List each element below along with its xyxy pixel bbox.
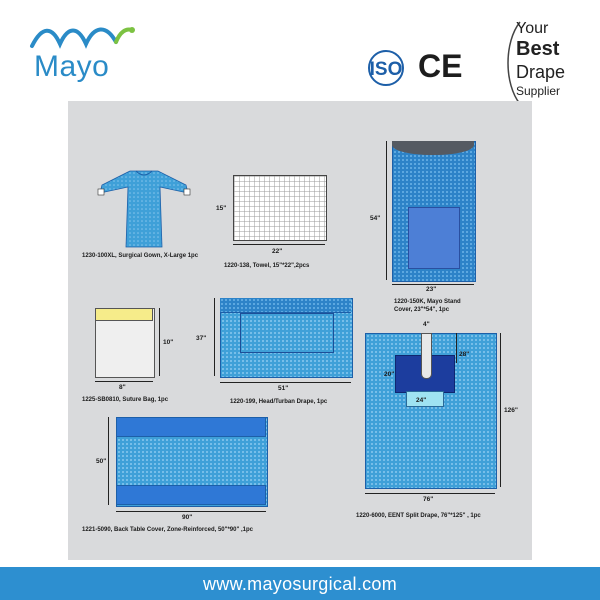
mayo-logo-waves-icon	[30, 27, 135, 49]
split-drape-width-line	[365, 493, 495, 494]
iso-certification-icon: ISO	[368, 50, 404, 86]
split-drape-height-line	[500, 333, 501, 487]
footer-website-link[interactable]: www.mayosurgical.com	[202, 574, 398, 594]
eent-split-drape-illustration	[365, 333, 497, 489]
head-drape-height-line	[214, 298, 215, 376]
split-drape-panel-height-label: 20"	[384, 371, 395, 378]
split-drape-panel-width-label: 24"	[416, 397, 427, 404]
head-drape-height-label: 37"	[196, 335, 207, 342]
head-drape-band	[220, 298, 351, 313]
suture-width-line	[95, 381, 153, 382]
footer-bar	[0, 567, 600, 600]
mayo-height-label: 54"	[370, 215, 381, 222]
mayo-caption-line-2: Cover, 23"*54", 1pc	[394, 307, 450, 313]
split-drape-slit-label: 4"	[423, 321, 430, 328]
slogan-badge: Your Best Drape Supplier	[500, 18, 590, 108]
table-cover-width-label: 90"	[182, 514, 193, 521]
slogan-line-3: Drape	[516, 62, 566, 82]
slogan-line-1: Your	[516, 20, 549, 37]
suture-caption: 1225-SB0810, Suture Bag, 1pc	[82, 397, 169, 403]
suture-height-label: 10"	[163, 339, 174, 346]
table-cover-bottom-band	[116, 485, 266, 505]
split-drape-width-label: 76"	[423, 496, 434, 503]
head-drape-width-label: 51"	[278, 385, 289, 392]
slogan-line-2: Best	[516, 38, 560, 60]
head-drape-pocket	[240, 313, 334, 353]
table-cover-caption: 1221-5090, Back Table Cover, Zone-Reinfo…	[82, 527, 253, 533]
table-cover-width-line	[116, 511, 266, 512]
brand-name: Mayo	[34, 50, 110, 83]
mayo-width-line	[392, 284, 474, 285]
towel-height-label: 15"	[216, 205, 227, 212]
split-drape-length-label: 28"	[459, 351, 470, 358]
iso-text: ISO	[370, 59, 403, 80]
towel-caption: 1220-138, Towel, 15"*22",2pcs	[224, 263, 310, 269]
towel-illustration	[233, 175, 327, 241]
surgical-gown-illustration	[97, 170, 191, 248]
ce-mark: CE	[418, 48, 463, 84]
slogan-line-4: Supplier	[516, 84, 561, 98]
table-cover-height-line	[108, 417, 109, 505]
table-cover-height-label: 50"	[96, 458, 107, 465]
mayo-cover-top-fold	[392, 141, 474, 155]
head-drape-caption: 1220-199, Head/Turban Drape, 1pc	[230, 399, 328, 405]
mayo-caption-line-1: 1220-150K, Mayo Stand	[394, 299, 461, 305]
head-drape-width-line	[220, 382, 351, 383]
suture-width-label: 8"	[119, 384, 126, 391]
mayo-cover-panel	[408, 207, 460, 269]
gown-caption: 1230-100XL, Surgical Gown, X-Large 1pc	[82, 253, 199, 259]
split-length-line	[456, 333, 457, 363]
towel-width-label: 22"	[272, 248, 283, 255]
table-cover-top-band	[116, 417, 266, 437]
suture-bag-adhesive-strip	[95, 308, 153, 321]
split-drape-slit	[421, 333, 432, 379]
mayo-width-label: 23"	[426, 286, 437, 293]
slogan-arc-icon	[507, 21, 521, 105]
mayo-stand-cover-illustration	[392, 141, 476, 282]
split-drape-pouch	[406, 391, 444, 407]
suture-height-line	[159, 308, 160, 376]
towel-width-line	[233, 244, 325, 245]
mayo-height-line	[386, 141, 387, 280]
split-drape-height-label: 126"	[504, 407, 518, 414]
split-drape-caption: 1220-6000, EENT Split Drape, 76"*125" , …	[356, 513, 481, 519]
product-sheet-panel: 1230-100XL, Surgical Gown, X-Large 1pc 1…	[68, 101, 532, 560]
